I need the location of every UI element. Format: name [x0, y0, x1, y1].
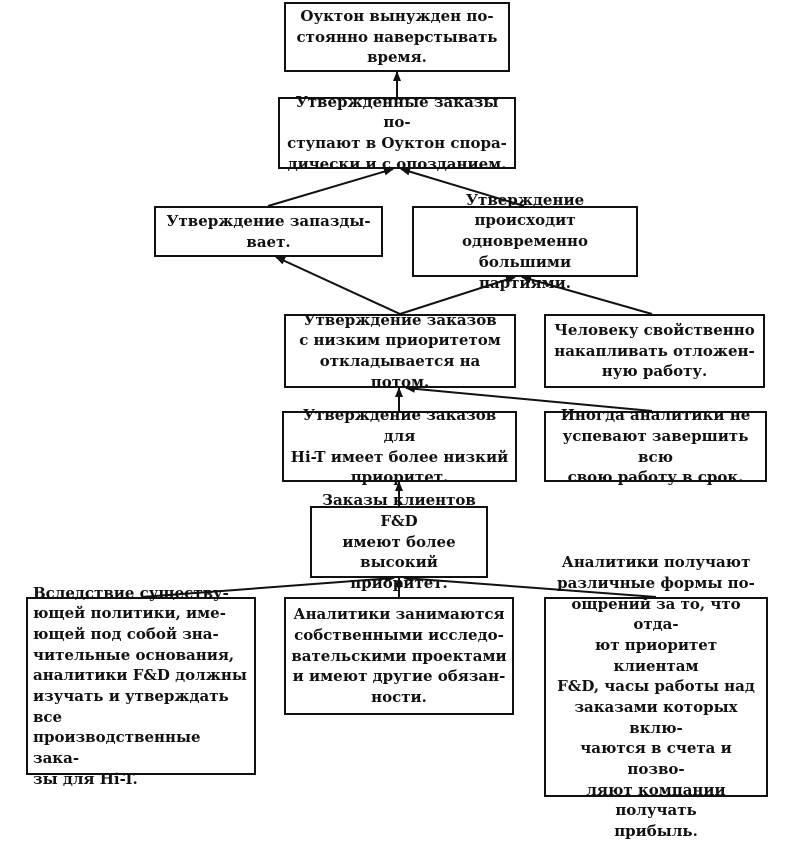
node-approval-delayed-text: Утверждение запазды- вает. — [166, 211, 371, 251]
node-approval-in-batches: Утверждение происходит одновременно боль… — [412, 191, 638, 292]
node-hi-t-lower-priority: Утверждение заказов для Hi-T имеет более… — [282, 406, 517, 486]
node-analysts-other-duties-text: Аналитики занимаются собственными исслед… — [291, 605, 507, 707]
node-fd-higher-priority-text: Заказы клиентов F&D имеют более высокий … — [322, 491, 476, 593]
node-human-nature-accumulate-text: Человеку свойственно накапливать отложен… — [554, 320, 755, 381]
node-low-priority-postponed-text: Утверждение заказов с низким приоритетом… — [299, 310, 501, 391]
node-analysts-other-duties: Аналитики занимаются собственными исслед… — [284, 597, 514, 715]
node-fd-higher-priority: Заказы клиентов F&D имеют более высокий … — [310, 491, 488, 592]
node-human-nature-accumulate: Человеку свойственно накапливать отложен… — [544, 314, 765, 388]
node-low-priority-postponed: Утверждение заказов с низким приоритетом… — [284, 311, 516, 391]
node-hi-t-lower-priority-text: Утверждение заказов для Hi-T имеет более… — [290, 406, 509, 487]
node-approval-delayed: Утверждение запазды- вает. — [154, 206, 383, 257]
arrow-n5-to-n3 — [275, 256, 401, 315]
node-oakton-catching-up-text: Оуктон вынужден по- стоянно наверстывать… — [296, 6, 498, 67]
node-orders-arrive-late-text: Утвержденные заказы по- ступают в Оуктон… — [287, 92, 507, 173]
node-analysts-short-time: Иногда аналитики не успевают завершить в… — [544, 406, 767, 486]
arrow-n3-to-n2 — [267, 167, 394, 207]
node-orders-arrive-late: Утвержденные заказы по- ступают в Оуктон… — [278, 93, 516, 173]
node-policy-fd-analysts: Вследствие существу- ющей политики, име-… — [26, 584, 256, 788]
current-reality-tree: Оуктон вынужден по- стоянно наверстывать… — [26, 2, 768, 840]
node-oakton-catching-up: Оуктон вынужден по- стоянно наверстывать… — [284, 2, 510, 72]
node-policy-fd-analysts-text: Вследствие существу- ющей политики, име-… — [33, 583, 247, 788]
node-analysts-incentives-text: Аналитики получают различные формы по- о… — [557, 553, 755, 841]
node-approval-in-batches-text: Утверждение происходит одновременно боль… — [462, 190, 588, 292]
node-analysts-short-time-text: Иногда аналитики не успевают завершить в… — [560, 406, 751, 487]
node-analysts-incentives: Аналитики получают различные формы по- о… — [544, 553, 768, 840]
